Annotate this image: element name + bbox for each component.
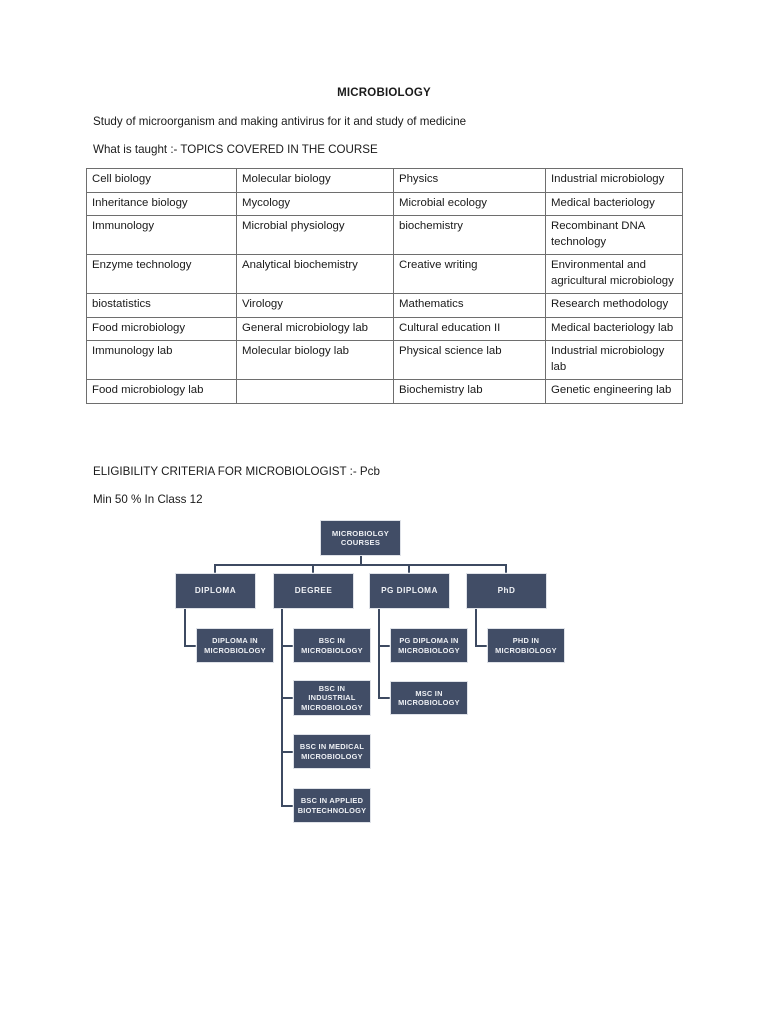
org-node-pg-diploma-in-microbiology: PG DIPLOMA IN MICROBIOLOGY xyxy=(390,628,468,663)
table-cell: Enzyme technology xyxy=(86,254,237,294)
table-cell: Genetic engineering lab xyxy=(545,379,683,404)
table-cell: Inheritance biology xyxy=(86,191,237,216)
table-cell: Research methodology xyxy=(545,293,683,318)
table-cell: Biochemistry lab xyxy=(393,379,546,404)
connector-drop-degree xyxy=(312,564,314,573)
connector-diploma-elbow xyxy=(184,645,197,647)
table-cell: General microbiology lab xyxy=(236,316,394,341)
table-cell: Environmental and agricultural microbiol… xyxy=(545,254,683,294)
connector-drop-diploma xyxy=(214,564,216,573)
org-node-root: MICROBIOLGY COURSES xyxy=(320,520,401,556)
org-node-phd: PhD xyxy=(466,573,547,609)
org-node-pg-diploma: PG DIPLOMA xyxy=(369,573,450,609)
page-title: MICROBIOLOGY xyxy=(337,87,431,99)
table-row: Immunology Microbial physiology biochemi… xyxy=(86,215,683,255)
table-cell: biochemistry xyxy=(393,215,546,255)
table-cell: Molecular biology lab xyxy=(236,340,394,380)
connector-horizontal-bus xyxy=(214,564,507,566)
connector-pg-diploma-spine xyxy=(378,609,380,698)
table-cell: Analytical biochemistry xyxy=(236,254,394,294)
table-cell: Mathematics xyxy=(393,293,546,318)
org-node-bsc-in-industrial-microbiology: BSC IN INDUSTRIAL MICROBIOLOGY xyxy=(293,680,371,716)
topics-heading: What is taught :- TOPICS COVERED IN THE … xyxy=(93,143,378,156)
connector-pg-diploma-elbow-1 xyxy=(378,645,391,647)
table-row: Immunology lab Molecular biology lab Phy… xyxy=(86,340,683,380)
minimum-marks-text: Min 50 % In Class 12 xyxy=(93,493,203,506)
org-node-bsc-in-microbiology: BSC IN MICROBIOLOGY xyxy=(293,628,371,663)
table-cell: Microbial ecology xyxy=(393,191,546,216)
table-row: Cell biology Molecular biology Physics I… xyxy=(86,168,683,193)
table-row: Enzyme technology Analytical biochemistr… xyxy=(86,254,683,294)
connector-degree-elbow-1 xyxy=(281,645,294,647)
connector-diploma-vertical xyxy=(184,609,186,646)
table-row: Food microbiology General microbiology l… xyxy=(86,316,683,341)
table-cell: Molecular biology xyxy=(236,168,394,193)
table-cell: Immunology lab xyxy=(86,340,237,380)
connector-degree-elbow-4 xyxy=(281,805,294,807)
topics-covered-table: Cell biology Molecular biology Physics I… xyxy=(86,168,683,404)
connector-drop-pg-diploma xyxy=(408,564,410,573)
eligibility-criteria-text: ELIGIBILITY CRITERIA FOR MICROBIOLOGIST … xyxy=(93,465,380,478)
table-cell xyxy=(236,379,394,404)
connector-phd-elbow xyxy=(475,645,488,647)
org-node-degree: DEGREE xyxy=(273,573,354,609)
connector-degree-elbow-3 xyxy=(281,751,294,753)
org-node-diploma-in-microbiology: DIPLOMA IN MICROBIOLOGY xyxy=(196,628,274,663)
table-cell: Creative writing xyxy=(393,254,546,294)
org-node-bsc-in-medical-microbiology: BSC IN MEDICAL MICROBIOLOGY xyxy=(293,734,371,769)
connector-root-stem xyxy=(360,556,362,565)
table-cell: Industrial microbiology lab xyxy=(545,340,683,380)
table-cell: Cell biology xyxy=(86,168,237,193)
org-node-msc-in-microbiology: MSC IN MICROBIOLOGY xyxy=(390,681,468,715)
connector-phd-vertical xyxy=(475,609,477,646)
intro-paragraph: Study of microorganism and making antivi… xyxy=(93,115,467,128)
table-cell: Food microbiology lab xyxy=(86,379,237,404)
connector-degree-elbow-2 xyxy=(281,697,294,699)
table-row: Food microbiology lab Biochemistry lab G… xyxy=(86,379,683,404)
table-cell: Physical science lab xyxy=(393,340,546,380)
table-cell: biostatistics xyxy=(86,293,237,318)
org-node-diploma: DIPLOMA xyxy=(175,573,256,609)
table-cell: Mycology xyxy=(236,191,394,216)
connector-drop-phd xyxy=(505,564,507,573)
org-node-phd-in-microbiology: PHD IN MICROBIOLOGY xyxy=(487,628,565,663)
org-node-bsc-in-applied-biotechnology: BSC IN APPLIED BIOTECHNOLOGY xyxy=(293,788,371,823)
connector-pg-diploma-elbow-2 xyxy=(378,697,391,699)
connector-degree-spine xyxy=(281,609,283,806)
table-cell: Recombinant DNA technology xyxy=(545,215,683,255)
table-row: Inheritance biology Mycology Microbial e… xyxy=(86,191,683,216)
table-cell: Immunology xyxy=(86,215,237,255)
table-row: biostatistics Virology Mathematics Resea… xyxy=(86,293,683,318)
table-cell: Industrial microbiology xyxy=(545,168,683,193)
table-cell: Virology xyxy=(236,293,394,318)
